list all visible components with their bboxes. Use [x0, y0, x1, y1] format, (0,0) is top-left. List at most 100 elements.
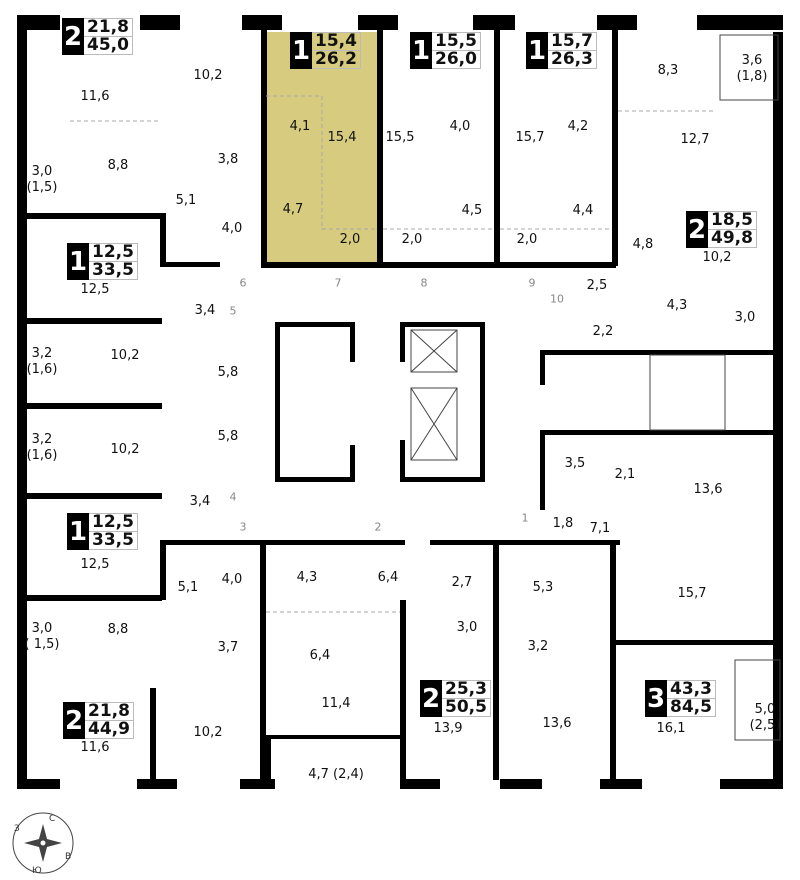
entrance-number: 2	[374, 520, 382, 534]
room-area: 12,7	[680, 132, 710, 147]
room-area: 2,1	[614, 467, 636, 482]
room-area: 11,4	[321, 696, 351, 711]
room-area: 12,5	[80, 282, 110, 297]
living-area: 15,7	[548, 33, 596, 51]
room-count: 2	[63, 702, 85, 739]
room-count: 1	[526, 32, 548, 69]
living-area: 21,8	[85, 703, 133, 721]
room-area: 4,5	[461, 203, 483, 218]
compass-west: З	[14, 824, 20, 834]
entrance-number: 4	[229, 490, 237, 504]
total-area: 44,9	[88, 719, 130, 739]
room-area: 2,0	[516, 232, 538, 247]
room-count: 2	[420, 680, 442, 717]
room-area: 15,7	[677, 586, 707, 601]
room-area: 11,6	[80, 89, 110, 104]
room-count: 2	[686, 211, 708, 248]
room-area: 4,4	[572, 203, 594, 218]
room-count: 1	[290, 32, 312, 69]
total-area: 26,0	[435, 49, 477, 69]
living-area: 25,3	[442, 681, 490, 699]
entrance-number: 7	[334, 276, 342, 290]
balcony-area: 3,2 (1,6)	[26, 346, 58, 377]
balcony-area: 3,0 ( 1,5)	[24, 621, 60, 652]
room-count: 2	[62, 18, 84, 55]
room-area: 5,8	[217, 365, 239, 380]
room-area: 4,8	[632, 237, 654, 252]
living-area: 12,5	[89, 514, 137, 532]
room-area: 7,1	[589, 521, 611, 536]
living-area: 21,8	[84, 19, 132, 37]
room-area: 5,1	[177, 580, 199, 595]
room-count: 1	[67, 513, 89, 550]
room-area: 1,8	[552, 516, 574, 531]
room-area: 10,2	[110, 348, 140, 363]
total-area: 33,5	[92, 530, 134, 550]
compass-south: Ю	[32, 866, 42, 876]
room-area: 8,8	[107, 622, 129, 637]
total-area: 26,2	[315, 49, 357, 69]
room-area: 2,0	[401, 232, 423, 247]
room-area: 2,5	[586, 278, 608, 293]
room-area: 13,6	[693, 482, 723, 497]
total-area: 49,8	[711, 228, 753, 248]
room-area: 4,0	[449, 119, 471, 134]
room-area: 5,1	[175, 193, 197, 208]
room-area: 3,0	[456, 620, 478, 635]
total-area: 26,3	[551, 49, 593, 69]
room-count: 3	[645, 680, 667, 717]
room-area: 11,6	[80, 740, 110, 755]
entrance-number: 3	[239, 520, 247, 534]
total-area: 45,0	[87, 35, 129, 55]
room-area: 2,7	[451, 575, 473, 590]
room-area: 3,2	[527, 639, 549, 654]
total-area: 50,5	[445, 697, 487, 717]
room-area: 8,8	[107, 158, 129, 173]
total-area: 84,5	[670, 697, 712, 717]
balcony-area: 3,6 (1,8)	[736, 53, 768, 84]
entrance-number: 6	[239, 276, 247, 290]
entrance-number: 5	[229, 304, 237, 318]
room-area: 15,4	[327, 130, 357, 145]
room-area: 3,0	[734, 310, 756, 325]
living-area: 43,3	[667, 681, 715, 699]
entrance-number: 1	[521, 511, 529, 525]
room-area: 13,9	[433, 721, 463, 736]
room-area: 6,4	[309, 648, 331, 663]
room-area: 16,1	[656, 721, 686, 736]
compass-icon: С З В Ю	[12, 812, 74, 876]
room-area: 2,0	[339, 232, 361, 247]
room-area: 3,8	[217, 152, 239, 167]
room-area: 5,8	[217, 429, 239, 444]
room-area: 4,2	[567, 119, 589, 134]
living-area: 15,4	[312, 33, 360, 51]
room-area: 3,4	[189, 494, 211, 509]
room-area: 10,2	[110, 442, 140, 457]
room-area: 13,6	[542, 716, 572, 731]
room-area: 12,5	[80, 557, 110, 572]
entrance-number: 9	[528, 276, 536, 290]
living-area: 18,5	[708, 212, 756, 230]
room-area: 10,2	[193, 725, 223, 740]
compass-north: С	[49, 814, 56, 824]
room-count: 1	[410, 32, 432, 69]
room-area: 4,0	[221, 572, 243, 587]
room-area: 3,4	[194, 303, 216, 318]
entrance-number: 10	[550, 292, 564, 306]
balcony-area: 3,2 (1,6)	[26, 432, 58, 463]
room-area: 10,2	[193, 68, 223, 83]
room-area: 2,2	[592, 324, 614, 339]
room-area: 4,1	[289, 119, 311, 134]
